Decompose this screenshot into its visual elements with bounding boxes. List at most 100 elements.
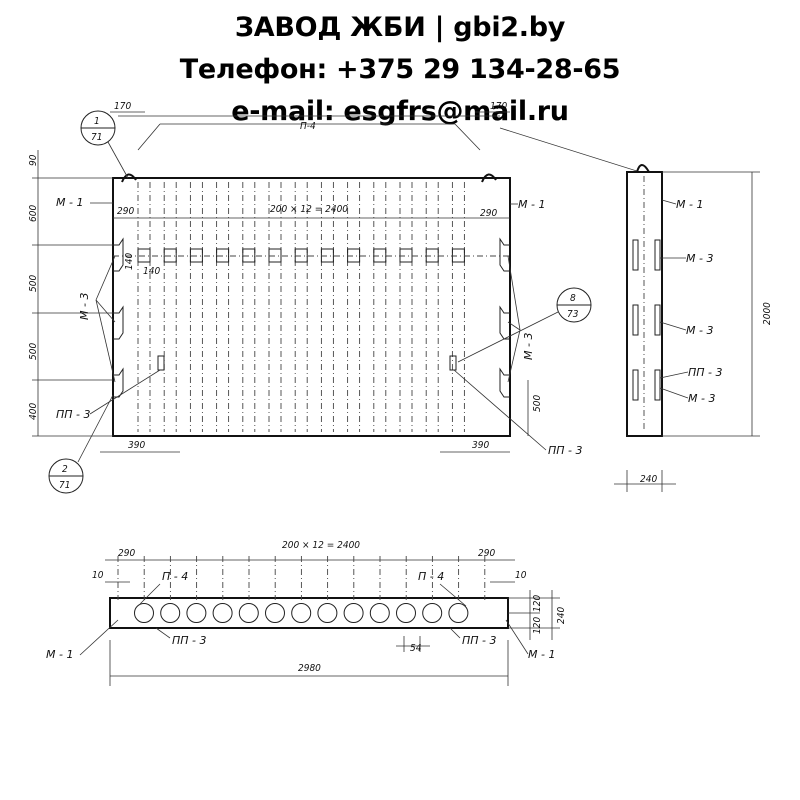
square-opening <box>294 248 308 263</box>
plan-dim-10-right: 10 <box>515 570 527 581</box>
label-m3-left: М - 3 <box>78 293 91 320</box>
hollow-core-circle <box>186 603 207 623</box>
hollow-core-circle <box>134 603 154 623</box>
dim-small-140-b: 140 <box>143 266 160 277</box>
plan-dim-10-left: 10 <box>92 570 104 581</box>
side-dim-2000: 2000 <box>762 302 773 325</box>
plan-dim-290-right: 290 <box>478 548 495 559</box>
side-label-m3-b: М - 3 <box>686 324 713 337</box>
dim-left-500-b: 500 <box>28 343 39 360</box>
notch-left-1 <box>113 237 124 272</box>
callout-2-71: 2 71 <box>48 394 114 494</box>
lifting-loop-right <box>481 173 497 183</box>
notch-left-3 <box>113 367 124 398</box>
hollow-core-circle <box>448 603 469 623</box>
front-square-openings <box>137 248 465 263</box>
square-opening <box>268 248 282 263</box>
plan-view: 290 200 × 12 = 2400 290 10 10 120 120 24… <box>46 540 567 686</box>
plan-label-pp3-right: ПП - 3 <box>462 634 497 647</box>
pp3-part-left <box>157 355 165 371</box>
hollow-core-circle <box>317 603 338 623</box>
notch-right-3 <box>499 367 510 398</box>
svg-text:2: 2 <box>62 464 68 475</box>
label-pp3-left: ПП - 3 <box>56 408 91 421</box>
plan-dim-240: 240 <box>556 607 567 624</box>
plan-label-p4-left: П - 4 <box>162 570 188 583</box>
square-opening <box>320 248 334 263</box>
header-line-title: ЗАВОД ЖБИ | gbi2.by <box>234 12 566 43</box>
pp3-part-right <box>449 355 457 371</box>
front-panel-outline <box>112 177 511 437</box>
plan-dim-54: 54 <box>410 643 422 654</box>
plan-panel-outline <box>109 597 509 629</box>
side-label-m3-a: М - 3 <box>686 252 713 265</box>
dim-top-left-170: 170 <box>114 101 131 112</box>
notch-right-1 <box>499 237 510 272</box>
label-m3-right: М - 3 <box>522 333 535 360</box>
dim-inner-290-right: 290 <box>480 208 497 219</box>
plan-hollow-cores <box>134 603 469 623</box>
square-opening <box>373 248 387 263</box>
side-view: 2000 240 М - 1 М - 3 М - 3 ПП - 3 М - 3 <box>614 164 773 492</box>
dim-inner-2400: 200 × 12 = 2400 <box>270 204 348 215</box>
dim-inner-290-left: 290 <box>117 206 134 217</box>
label-pp3-right: ПП - 3 <box>548 444 583 457</box>
hollow-core-circle <box>396 603 416 623</box>
lifting-loop-left <box>121 173 137 183</box>
plan-dim-2980: 2980 <box>298 663 321 674</box>
header-line-email: e-mail: esgfrs@mail.ru <box>231 96 569 127</box>
dim-bottom-390-left: 390 <box>128 440 145 451</box>
label-m1-left: М - 1 <box>56 196 83 209</box>
dim-left-90: 90 <box>28 154 39 166</box>
plan-label-m1-left: М - 1 <box>46 648 73 661</box>
side-label-pp3: ПП - 3 <box>688 366 723 379</box>
notch-left-2 <box>113 305 124 340</box>
dim-bottom-390-right: 390 <box>472 440 489 451</box>
side-label-m3-c: М - 3 <box>688 392 715 405</box>
dim-left-500-a: 500 <box>28 275 39 292</box>
svg-text:8: 8 <box>570 293 576 304</box>
callout-8-73: 8 73 <box>457 287 592 363</box>
front-core-lines <box>137 182 465 432</box>
square-opening <box>189 248 203 263</box>
dim-right-500: 500 <box>532 395 543 412</box>
dim-small-140-a: 140 <box>124 253 135 270</box>
svg-text:71: 71 <box>59 480 70 491</box>
plan-label-pp3-left: ПП - 3 <box>172 634 207 647</box>
square-opening <box>347 248 361 263</box>
plan-dim-120-a: 120 <box>532 595 543 612</box>
square-opening <box>163 248 177 263</box>
side-dim-240: 240 <box>640 474 657 485</box>
square-opening <box>216 248 230 263</box>
callout-1-71: 1 71 <box>80 110 129 179</box>
plan-label-p4-right: П - 4 <box>418 570 444 583</box>
front-view: П-4 170 170 290 200 × 12 = 2400 290 90 6… <box>28 101 641 494</box>
square-opening <box>399 248 413 263</box>
plan-dim-290-left: 290 <box>118 548 135 559</box>
hollow-core-circle <box>265 603 285 623</box>
plan-dim-120-b: 120 <box>532 617 543 634</box>
svg-text:71: 71 <box>91 132 102 143</box>
label-p4-top: П-4 <box>300 121 316 132</box>
square-opening <box>425 248 439 263</box>
side-panel-outline <box>626 171 663 437</box>
square-opening <box>242 248 256 263</box>
square-opening <box>137 248 151 263</box>
dim-left-600: 600 <box>28 205 39 222</box>
plan-dim-ticks <box>117 556 486 600</box>
side-label-m1: М - 1 <box>676 198 703 211</box>
label-m1-right: М - 1 <box>518 198 545 211</box>
hollow-core-circle <box>343 603 364 623</box>
header-line-phone: Телефон: +375 29 134-28-65 <box>179 54 621 85</box>
hollow-core-circle <box>160 603 181 623</box>
hollow-core-circle <box>238 603 259 623</box>
dim-left-400: 400 <box>28 403 39 420</box>
plan-label-m1-right: М - 1 <box>528 648 555 661</box>
hollow-core-circle <box>422 603 443 623</box>
plan-dim-2400: 200 × 12 = 2400 <box>282 540 360 551</box>
hollow-core-circle <box>291 603 312 623</box>
dim-top-right-170: 170 <box>490 101 507 112</box>
side-lifting-loop <box>636 164 650 173</box>
hollow-core-circle <box>212 603 233 623</box>
